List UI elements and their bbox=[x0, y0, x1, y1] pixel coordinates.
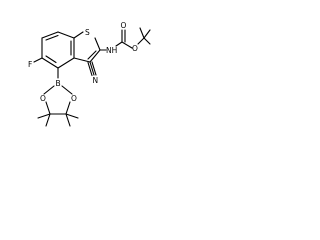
chemical-structure: S NH O O N F B O O bbox=[28, 21, 151, 127]
sulfur-label: S bbox=[85, 28, 90, 37]
ester-oxygen-label: O bbox=[132, 44, 138, 53]
structure-canvas: S NH O O N F B O O bbox=[0, 0, 152, 152]
benzene-ring bbox=[41, 31, 75, 69]
boron-label: B bbox=[56, 79, 61, 88]
fluorine-label: F bbox=[28, 60, 32, 69]
amide-nh-label: NH bbox=[106, 46, 117, 55]
boronate-oxygen-right-label: O bbox=[71, 94, 77, 103]
pinacol-boronate bbox=[37, 67, 79, 127]
nitrile-group bbox=[87, 61, 97, 77]
boronate-oxygen-left-label: O bbox=[40, 94, 46, 103]
carbonyl-oxygen-label: O bbox=[121, 21, 127, 30]
thiophene-ring bbox=[73, 31, 101, 63]
nitrile-nitrogen-label: N bbox=[93, 76, 99, 85]
c-f-bond bbox=[33, 57, 43, 63]
nh-boc-group bbox=[99, 27, 151, 51]
